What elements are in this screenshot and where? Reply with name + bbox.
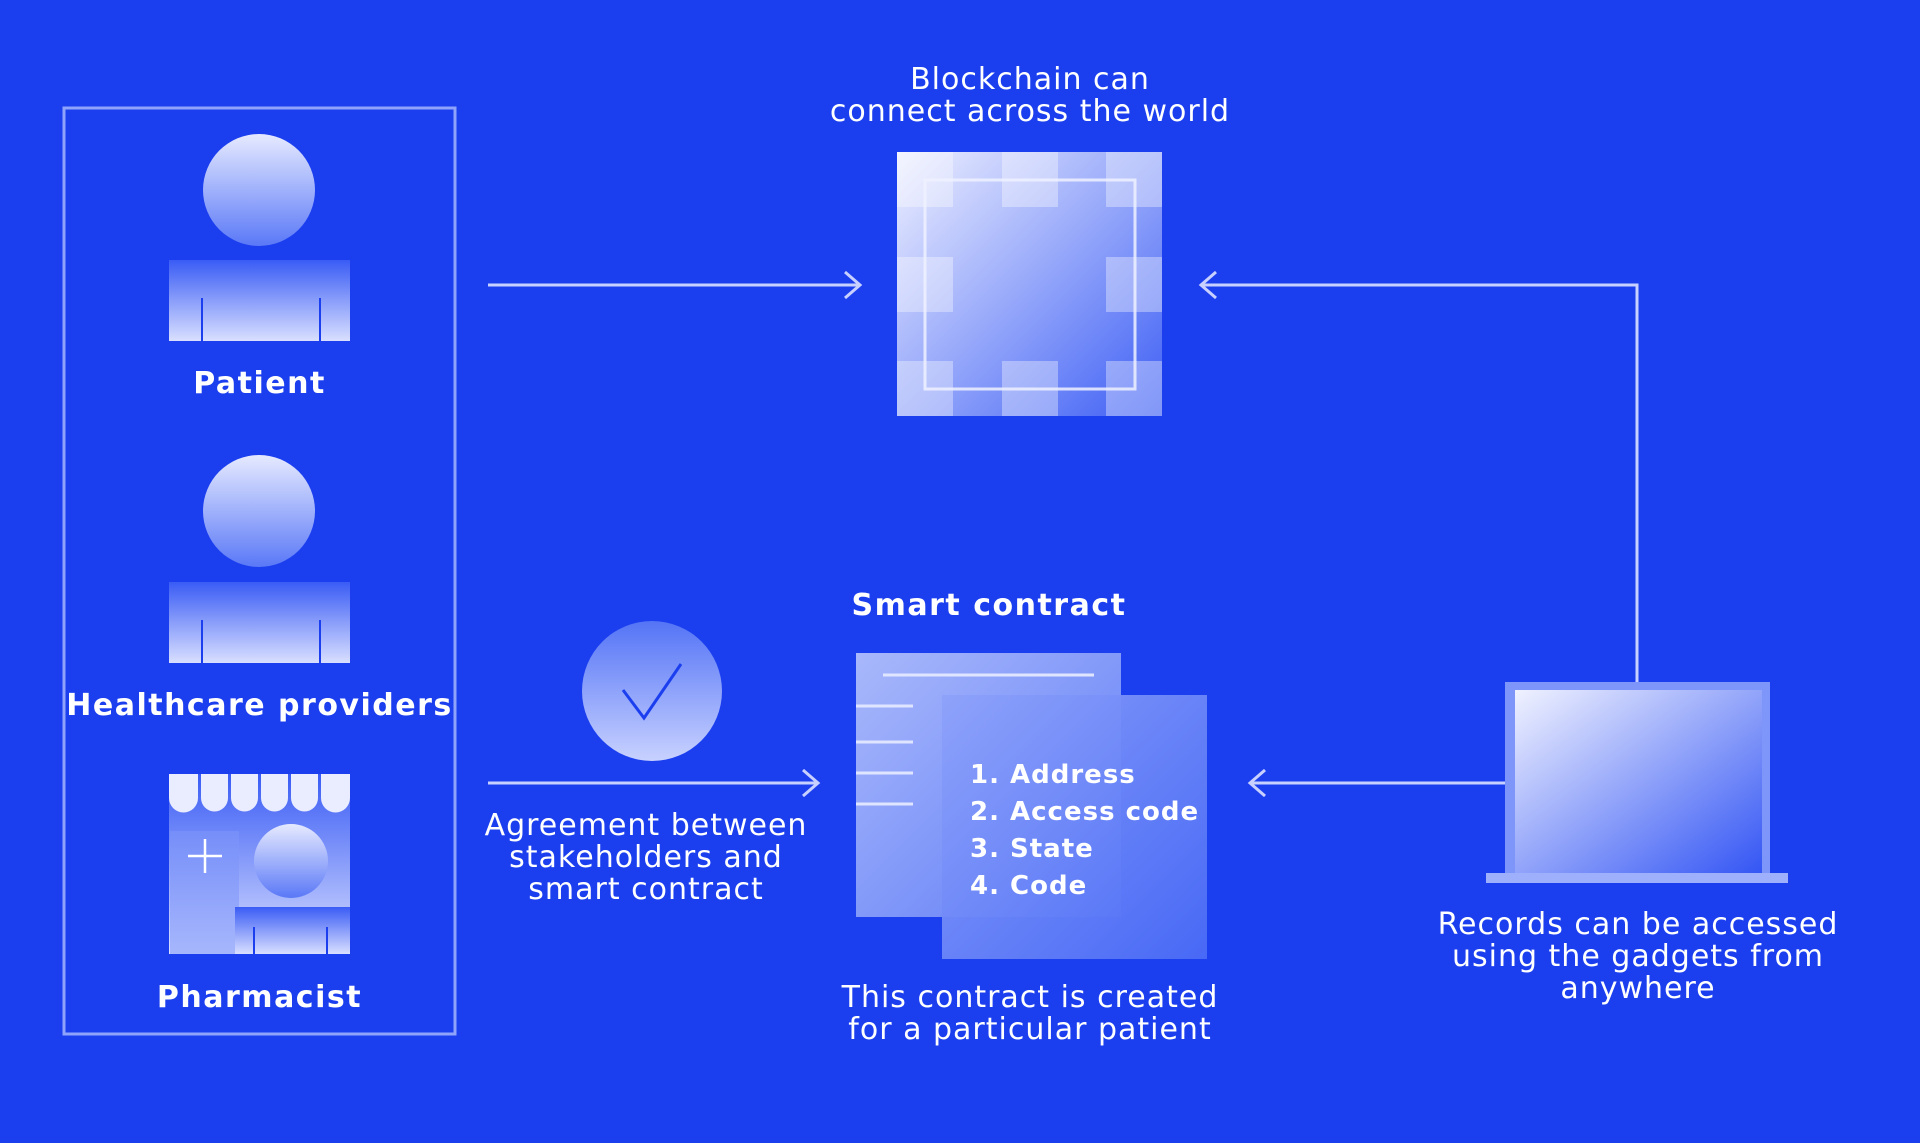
pharmacist-label: Pharmacist [156,980,363,1015]
contract-caption-line2: for a particular patient [848,1012,1212,1047]
smart-contract-fields: 1. Address 2. Access code 3. State 4. Co… [970,757,1199,905]
contract-field-access-code: 2. Access code [970,797,1200,827]
checkmark-circle-icon [582,621,722,761]
agreement-caption-line3: smart contract [528,872,764,907]
blockchain-caption-line2: connect across the world [829,94,1231,129]
stakeholders-frame [62,106,457,1036]
blockchain-grid-icon [897,152,1162,416]
blockchain-caption-line1: Blockchain can [910,62,1150,97]
contract-field-state: 3. State [970,834,1094,864]
records-caption-line3: anywhere [1560,971,1716,1006]
arrow-laptop-to-contract [1247,768,1506,798]
laptop-icon [1486,682,1788,883]
patient-icon [169,134,350,341]
contract-field-code: 4. Code [970,871,1088,901]
contract-field-address: 1. Address [970,760,1136,790]
agreement-caption-line2: stakeholders and [509,840,783,875]
arrow-to-smart-contract [488,768,821,798]
healthcare-provider-icon [169,455,350,663]
document-stack-icon [856,653,1207,959]
patient-label: Patient [193,366,326,401]
arrow-laptop-to-blockchain [1198,270,1639,682]
arrow-to-blockchain [488,270,863,300]
smart-contract-title: Smart contract [851,588,1127,623]
healthcare-providers-label: Healthcare providers [66,688,453,723]
pharmacy-store-icon [169,774,350,954]
agreement-caption-line1: Agreement between [484,808,808,843]
records-caption-line1: Records can be accessed [1437,907,1839,942]
contract-caption-line1: This contract is created [841,980,1219,1015]
records-caption-line2: using the gadgets from [1451,939,1825,974]
